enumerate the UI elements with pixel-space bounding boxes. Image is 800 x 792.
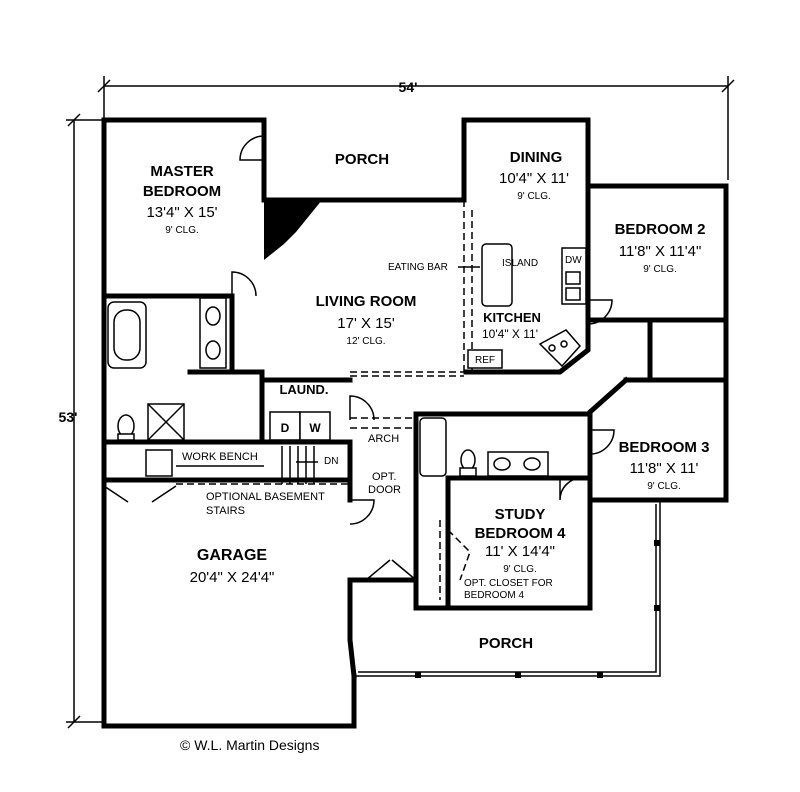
bedroom3-name: BEDROOM 3 [619, 439, 710, 456]
opt-closet-note-1: OPT. CLOSET FOR [464, 578, 553, 589]
master-bath-fixtures [107, 297, 227, 441]
master-size: 13'4" X 15' [146, 204, 217, 221]
opt-stairs-note-1: OPTIONAL BASEMENT [206, 491, 325, 503]
opt-closet-note-2: BEDROOM 4 [464, 590, 524, 601]
interior-walls [101, 183, 729, 611]
laundry-name: LAUND. [279, 382, 328, 397]
dining-size: 10'4" X 11' [499, 170, 569, 187]
front-porch-rail [354, 500, 661, 678]
rear-porch [261, 197, 467, 260]
width-dimension [97, 76, 735, 180]
opt-door-note-2: DOOR [368, 484, 401, 496]
island-note: ISLAND [502, 258, 538, 269]
dn-note: DN [324, 456, 338, 467]
bedroom2-size: 11'8" X 11'4" [619, 243, 702, 260]
study-name-1: STUDY [495, 506, 546, 523]
laundry-fixtures [269, 411, 331, 441]
master-ceiling: 9' CLG. [165, 225, 199, 236]
door-swings [103, 135, 615, 581]
dryer-note: D [281, 421, 290, 435]
labels: 54' 53' PORCH MASTER BEDROOM 13'4" X 15'… [59, 79, 710, 753]
width-label: 54' [399, 79, 418, 95]
kitchen-fixtures [467, 243, 587, 369]
garage-size: 20'4" X 24'4" [190, 569, 275, 586]
kitchen-size: 10'4" X 11' [482, 327, 538, 341]
garage-fixtures [145, 449, 264, 477]
kitchen-name: KITCHEN [483, 310, 541, 325]
porch-top-name: PORCH [335, 151, 389, 168]
opt-stairs-note-2: STAIRS [206, 505, 245, 517]
hall-bath-fixtures [419, 417, 549, 477]
study-name-2: BEDROOM 4 [475, 525, 567, 542]
ref-note: REF [475, 355, 495, 366]
arch-note: ARCH [368, 433, 399, 445]
basement-stairs [281, 446, 318, 484]
bedroom2-name: BEDROOM 2 [615, 221, 706, 238]
washer-note: W [309, 421, 321, 435]
study-size: 11' X 14'4" [485, 543, 555, 560]
living-ceiling: 12' CLG. [346, 336, 385, 347]
living-size: 17' X 15' [337, 315, 395, 332]
bedroom2-ceiling: 9' CLG. [643, 264, 677, 275]
eating-bar-note: EATING BAR [388, 262, 448, 273]
living-name: LIVING ROOM [316, 293, 417, 310]
dashed-elements [176, 200, 473, 600]
dining-ceiling: 9' CLG. [517, 191, 551, 202]
work-bench-note: WORK BENCH [182, 451, 258, 463]
depth-dimension [66, 113, 104, 729]
study-ceiling: 9' CLG. [503, 564, 537, 575]
garage-name: GARAGE [197, 547, 268, 564]
master-name-2: BEDROOM [143, 183, 221, 200]
opt-door-note-1: OPT. [372, 471, 396, 483]
dw-note: DW [565, 255, 582, 266]
master-name-1: MASTER [150, 163, 214, 180]
bedroom3-ceiling: 9' CLG. [647, 481, 681, 492]
bedroom3-size: 11'8" X 11' [630, 460, 699, 477]
depth-label: 53' [59, 409, 78, 425]
porch-bottom-name: PORCH [479, 635, 533, 652]
credit: © W.L. Martin Designs [180, 737, 319, 753]
dining-name: DINING [510, 149, 563, 166]
